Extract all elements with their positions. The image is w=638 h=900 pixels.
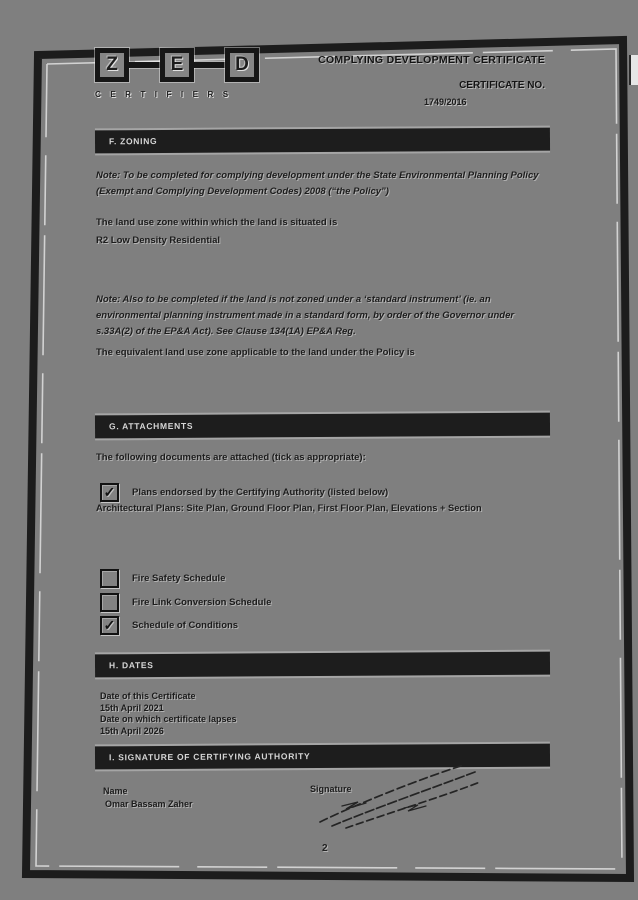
date-lapse-value: 15th April 2026: [100, 725, 164, 736]
certificate-no-label: CERTIFICATE NO.: [459, 80, 545, 91]
attachment-item-fire-safety: Fire Safety Schedule: [100, 569, 225, 588]
land-use-zone-label: The land use zone within which the land …: [96, 217, 338, 228]
page-number: 2: [322, 843, 328, 854]
signature-label: Signature: [310, 784, 352, 794]
name-label: Name: [103, 786, 128, 796]
logo-subtext: CERTIFIERS: [95, 90, 238, 99]
equivalent-zone-label: The equivalent land use zone applicable …: [96, 347, 415, 358]
logo-letter-e: E: [160, 48, 194, 82]
section-heading-attachments: G. ATTACHMENTS: [94, 412, 551, 439]
land-use-zone-value: R2 Low Density Residential: [96, 235, 221, 246]
checkbox-checked: ✓: [100, 616, 119, 635]
date-lapse-label: Date on which certificate lapses: [100, 714, 237, 724]
section-heading-dates: H. DATES: [94, 651, 551, 678]
attachment-item-fire-link: Fire Link Conversion Schedule: [100, 593, 271, 612]
dates-block: Date of this Certificate 15th April 2021…: [100, 691, 237, 737]
checkbox-unchecked: [100, 569, 119, 588]
checkbox-checked: ✓: [100, 483, 119, 502]
document-title: COMPLYING DEVELOPMENT CERTIFICATE: [318, 54, 545, 66]
attachment-label: Fire Link Conversion Schedule: [132, 597, 272, 608]
logo-letter-d: D: [225, 48, 259, 82]
scan-edge-artifact: [631, 55, 638, 85]
checkbox-unchecked: [100, 593, 119, 612]
handwritten-signature: [319, 764, 481, 829]
attachment-label: Fire Safety Schedule: [132, 573, 226, 584]
certificate-no-value: 1749/2016: [424, 97, 467, 107]
attachments-intro: The following documents are attached (ti…: [96, 452, 366, 463]
logo-connector: [194, 62, 225, 68]
section-heading-zoning: F. ZONING: [94, 127, 551, 154]
check-icon: ✓: [103, 616, 116, 633]
zoning-note-2: Note: Also to be completed if the land i…: [96, 294, 515, 337]
zed-certifiers-logo: Z E D CERTIFIERS: [95, 48, 259, 99]
zoning-note: Note: To be completed for complying deve…: [96, 170, 539, 197]
attachment-label: Plans endorsed by the Certifying Authori…: [132, 487, 389, 498]
attachment-label: Schedule of Conditions: [132, 620, 239, 631]
attachment-item-schedule-conditions: ✓ Schedule of Conditions: [100, 616, 238, 635]
attachment-item-plans: ✓ Plans endorsed by the Certifying Autho…: [100, 483, 388, 502]
date-issue-value: 15th April 2021: [100, 702, 164, 713]
logo-connector: [129, 62, 160, 68]
name-value: Omar Bassam Zaher: [105, 799, 193, 809]
attachment-plans-detail: Architectural Plans: Site Plan, Ground F…: [96, 503, 482, 513]
date-issue-label: Date of this Certificate: [100, 691, 196, 701]
check-icon: ✓: [103, 483, 116, 500]
logo-letter-z: Z: [95, 48, 129, 82]
